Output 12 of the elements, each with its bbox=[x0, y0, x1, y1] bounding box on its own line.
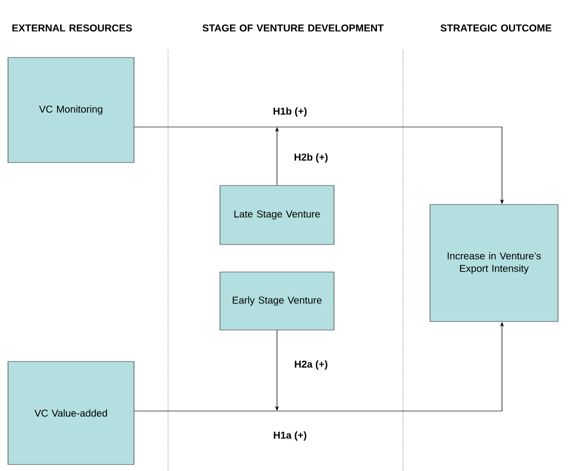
edge-label: H1a (+) bbox=[272, 430, 308, 442]
edge-label: H2b (+) bbox=[292, 152, 330, 164]
column-heading: EXTERNAL RESOURCES bbox=[12, 24, 132, 32]
column-heading: STRATEGIC OUTCOME bbox=[440, 24, 552, 32]
process-box: VC Monitoring bbox=[8, 57, 134, 163]
edge-label: H2a (+) bbox=[293, 359, 329, 371]
process-box: VC Value-added bbox=[8, 361, 134, 465]
edge-label: H1b (+) bbox=[272, 106, 308, 118]
process-box: Early Stage Venture bbox=[220, 272, 334, 330]
process-box: Increase in Venture’s Export Intensity bbox=[430, 204, 558, 322]
process-box: Late Stage Venture bbox=[220, 185, 334, 245]
column-heading: STAGE OF VENTURE DEVELOPMENT bbox=[202, 24, 384, 32]
